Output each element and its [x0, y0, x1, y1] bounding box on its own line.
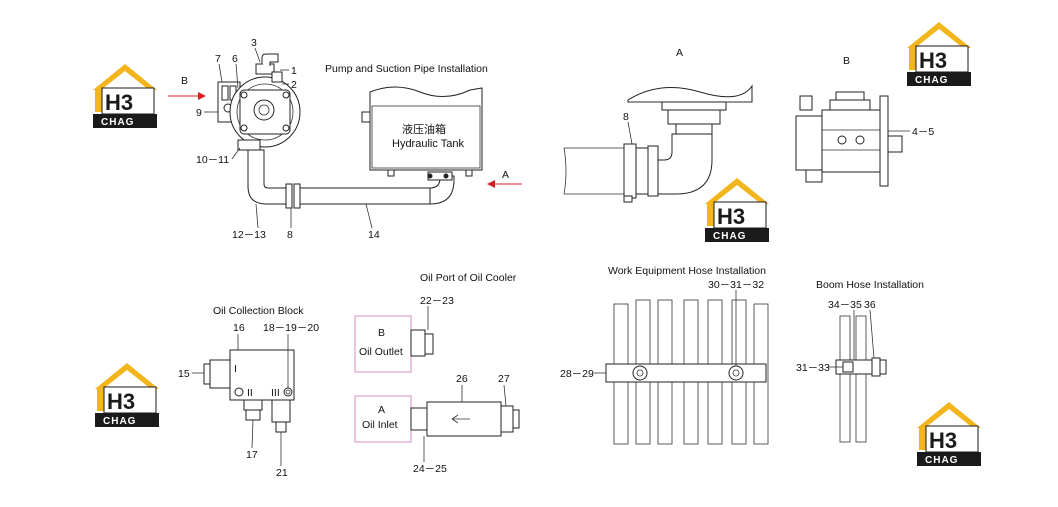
view-b-drawing: [795, 91, 903, 187]
oil-collection-title: Oil Collection Block: [213, 305, 304, 317]
callout-8: 8: [287, 229, 293, 241]
boom-hose-title: Boom Hose Installation: [816, 279, 924, 291]
view-a-arrow-label: A: [502, 169, 509, 181]
callout-34-35: 34－35: [828, 299, 862, 311]
tank-label-cn: 液压油箱: [402, 122, 446, 136]
callout-28-29: 28－29: [560, 368, 594, 380]
view-b-arrow-label: B: [181, 75, 188, 87]
svg-text:H3: H3: [929, 428, 957, 453]
block-mark-3: III: [271, 387, 280, 399]
block-mark-2: II: [247, 387, 253, 399]
callout-4-5: 4－5: [912, 126, 934, 138]
svg-text:CHAG: CHAG: [101, 117, 134, 128]
view-a-title: A: [676, 47, 683, 59]
work-equipment-drawing: [605, 299, 769, 445]
callout-7: 7: [215, 53, 221, 65]
svg-text:CHAG: CHAG: [713, 231, 746, 242]
pump-section-title: Pump and Suction Pipe Installation: [325, 63, 488, 75]
callout-26: 26: [456, 373, 468, 385]
callout-2: 2: [291, 79, 297, 91]
callout-6: 6: [232, 53, 238, 65]
view-b-title: B: [843, 55, 850, 67]
svg-text:H3: H3: [717, 204, 745, 229]
block-mark-1: I: [234, 363, 237, 375]
callout-3: 3: [251, 37, 257, 49]
callout-9: 9: [196, 107, 202, 119]
callout-1: 1: [291, 65, 297, 77]
callout-36: 36: [864, 299, 876, 311]
callout-16: 16: [233, 322, 245, 334]
brand-logo: H3 CHAG: [906, 21, 972, 87]
callout-17: 17: [246, 449, 258, 461]
hydraulic-tank: 液压油箱 Hydraulic Tank: [361, 86, 483, 177]
callout-18-19-20: 18－19－20: [263, 322, 319, 334]
callout-10-11: 10－11: [196, 154, 229, 166]
oil-inlet-letter: A: [378, 404, 385, 416]
oil-inlet-label: Oil Inlet: [362, 419, 398, 431]
callout-15: 15: [178, 368, 190, 380]
callout-30-31-32: 30－31－32: [708, 279, 764, 291]
callout-31-33: 31－33: [796, 362, 830, 374]
callout-27: 27: [498, 373, 510, 385]
svg-text:H3: H3: [919, 48, 947, 73]
suction-pipe: [247, 149, 455, 209]
work-equipment-title: Work Equipment Hose Installation: [608, 265, 766, 277]
callout-21: 21: [276, 467, 288, 479]
oil-outlet-box: B Oil Outlet: [354, 315, 434, 373]
callout-24-25: 24－25: [413, 463, 447, 475]
oil-inlet-box: A Oil Inlet: [354, 395, 520, 443]
callout-22-23: 22－23: [420, 295, 454, 307]
svg-text:H3: H3: [105, 90, 133, 115]
view-a-drawing: [563, 84, 753, 203]
tank-label-en: Hydraulic Tank: [392, 138, 464, 150]
callout-8-view-a: 8: [623, 111, 629, 123]
svg-text:H3: H3: [107, 389, 135, 414]
callout-12-13: 12－13: [232, 229, 266, 241]
oil-cooler-title: Oil Port of Oil Cooler: [420, 272, 517, 284]
callout-14: 14: [368, 229, 380, 241]
svg-text:CHAG: CHAG: [925, 455, 958, 466]
brand-logo: H3 CHAG: [916, 401, 982, 467]
brand-logo: H3 CHAG: [704, 177, 770, 243]
brand-logo: H3 CHAG: [92, 63, 158, 129]
svg-text:CHAG: CHAG: [915, 75, 948, 86]
svg-text:CHAG: CHAG: [103, 416, 136, 427]
pump-assembly: [217, 53, 301, 151]
oil-collection-block: I II III: [203, 349, 295, 433]
brand-logo: H3 CHAG: [94, 362, 160, 428]
oil-outlet-letter: B: [378, 327, 385, 339]
boom-hose-drawing: [835, 315, 887, 443]
oil-outlet-label: Oil Outlet: [359, 346, 403, 358]
